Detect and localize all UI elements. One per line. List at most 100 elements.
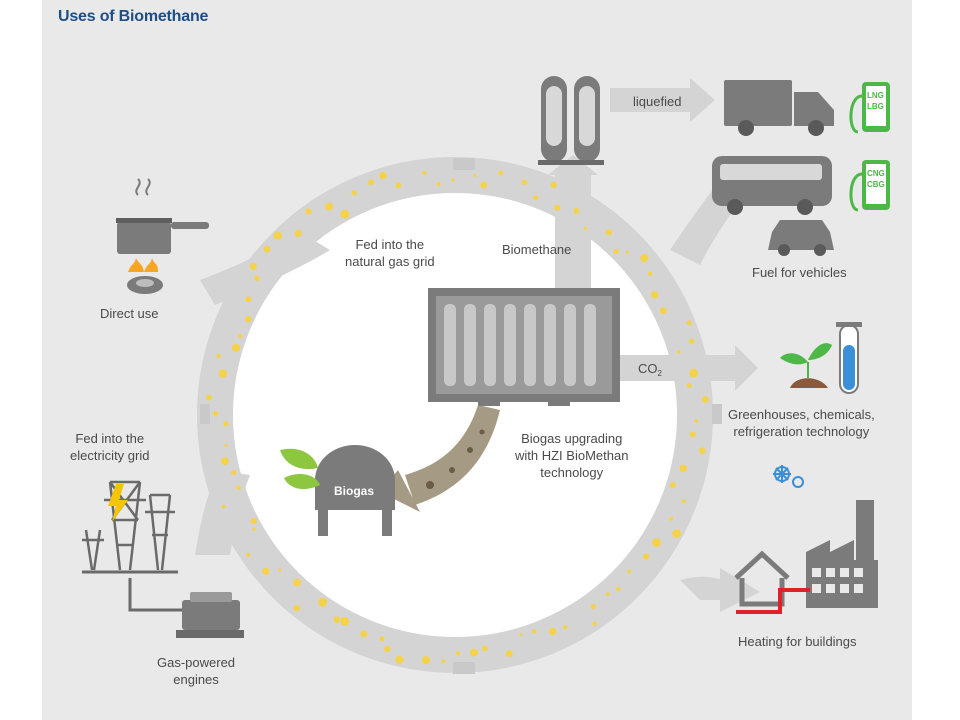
- gas-dot: [554, 204, 561, 211]
- plant-icon: [780, 343, 832, 388]
- gas-dot: [250, 517, 257, 525]
- gas-dot: [669, 516, 674, 521]
- label-biogas-upgrading: Biogas upgrading with HZI BioMethan tech…: [515, 431, 629, 480]
- car-icon: [768, 220, 834, 256]
- gas-dot: [223, 421, 229, 427]
- gas-dot: [689, 431, 696, 438]
- label-lng-lbg: LNG LBG: [867, 91, 884, 111]
- gas-dot: [679, 464, 687, 473]
- gas-dot: [224, 444, 228, 448]
- gas-dot: [613, 248, 619, 255]
- gas-dot: [231, 470, 237, 476]
- label-biomethane: Biomethane: [502, 242, 572, 257]
- gas-dot: [482, 645, 488, 652]
- gas-dot: [305, 208, 312, 215]
- gas-dot: [253, 275, 260, 282]
- gas-dot: [521, 179, 527, 186]
- gas-dot: [263, 245, 271, 253]
- lng-pump-icon: [849, 82, 890, 134]
- gas-dot: [519, 633, 523, 637]
- arrow-co2: [612, 345, 758, 391]
- gas-dot: [360, 630, 368, 638]
- gas-dot: [455, 651, 461, 656]
- upgrading-container-icon: [428, 288, 620, 406]
- gas-dot: [238, 333, 243, 338]
- gas-dot: [573, 207, 580, 214]
- factory-icon: [806, 500, 878, 608]
- gas-dot: [351, 190, 357, 196]
- label-greenhouses: Greenhouses, chemicals, refrigeration te…: [728, 407, 875, 439]
- gas-dot: [627, 569, 632, 574]
- gas-dot: [249, 263, 257, 271]
- cooking-pot-icon: [116, 178, 209, 294]
- gas-dot: [231, 343, 241, 352]
- ring-tab-top: [453, 158, 475, 170]
- gas-dot: [659, 307, 667, 315]
- label-natural-gas-grid: Fed into the natural gas grid: [345, 237, 435, 269]
- gas-dot: [605, 229, 613, 236]
- power-pylon-icon: [82, 480, 200, 612]
- gas-dot: [651, 291, 659, 299]
- gas-dot: [642, 553, 650, 560]
- gas-dot: [583, 226, 588, 230]
- gas-engine-icon: [176, 592, 244, 638]
- gas-dot: [652, 538, 661, 547]
- gas-dot: [218, 369, 228, 378]
- gas-dot: [672, 529, 682, 538]
- gas-dot: [368, 179, 374, 186]
- gas-dot: [676, 350, 681, 354]
- gas-dot: [333, 616, 341, 623]
- label-heating-for-buildings: Heating for buildings: [738, 634, 857, 649]
- label-cng-cbg: CNG CBG: [867, 169, 885, 189]
- truck-icon: [724, 80, 834, 136]
- label-biogas: Biogas: [334, 484, 375, 498]
- gas-dot: [262, 567, 270, 575]
- gas-dot: [245, 296, 252, 303]
- gas-dot: [252, 527, 256, 532]
- gas-dot: [505, 650, 513, 657]
- gas-dot: [605, 592, 610, 597]
- gas-dot: [616, 586, 621, 592]
- label-gas-powered-engines: Gas-powered engines: [157, 655, 236, 687]
- gas-dot: [293, 604, 301, 612]
- gas-dot: [699, 447, 706, 455]
- gas-dot: [451, 178, 455, 182]
- cng-pump-icon: [849, 160, 890, 212]
- gas-dot: [441, 659, 446, 663]
- gas-dot: [563, 625, 568, 630]
- gas-dot: [221, 504, 226, 509]
- label-direct-use: Direct use: [100, 306, 159, 321]
- ring-tab-bottom: [453, 662, 475, 674]
- gas-dot: [694, 419, 699, 423]
- gas-dot: [318, 597, 328, 607]
- gas-dot: [273, 231, 282, 240]
- ring-tab-right: [712, 404, 722, 424]
- gas-dot: [395, 655, 404, 665]
- arrow-electricity: [195, 470, 250, 555]
- bus-icon: [712, 156, 832, 215]
- label-electricity-grid: Fed into the electricity grid: [70, 431, 150, 463]
- gas-dot: [325, 202, 333, 211]
- gas-dot: [216, 353, 221, 359]
- gas-dot: [681, 499, 686, 504]
- gas-dot: [436, 182, 441, 187]
- gas-dot: [480, 181, 488, 189]
- gas-dot: [625, 250, 630, 254]
- gas-dot: [212, 411, 219, 417]
- gas-dot: [395, 182, 402, 189]
- gas-dot: [379, 171, 387, 180]
- biogas-tank-icon: [280, 445, 395, 536]
- gas-dot: [340, 209, 350, 219]
- arrow-liquefied: [610, 78, 715, 122]
- label-liquefied: liquefied: [633, 94, 682, 109]
- page-title: Uses of Biomethane: [58, 8, 209, 25]
- gas-dot: [278, 568, 282, 572]
- gas-dot: [379, 636, 385, 642]
- gas-dot: [689, 368, 699, 378]
- gas-dot: [221, 457, 229, 465]
- gas-dot: [245, 315, 252, 323]
- ring-tab-left: [200, 404, 210, 424]
- gas-dot: [246, 552, 251, 558]
- gas-dot: [592, 621, 597, 626]
